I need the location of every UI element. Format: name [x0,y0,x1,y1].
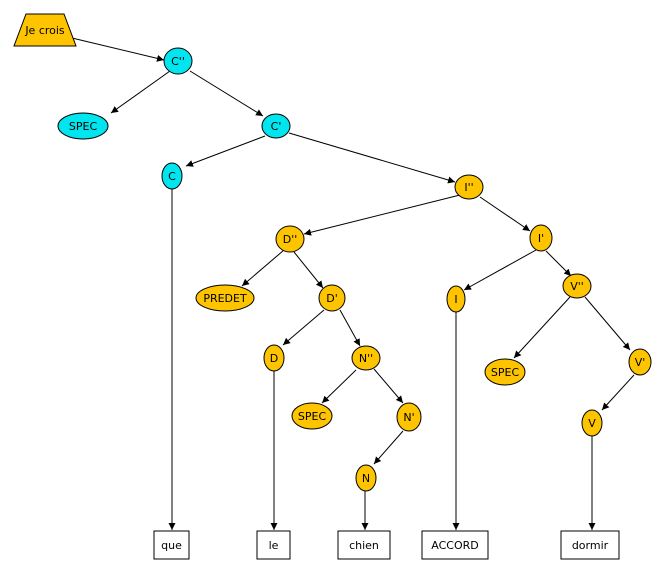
node-n-double-bar-label: N'' [359,352,373,365]
edge-d2-predet [241,249,285,287]
leaf-dormir-label: dormir [572,539,609,552]
node-n-bar[interactable]: N' [396,402,422,432]
nodes: Je crois C'' SPEC C' C I'' D'' I [13,13,652,560]
edge-i2-i1 [479,196,531,232]
node-je-crois-label: Je crois [24,24,65,37]
node-i-label: I [454,293,457,306]
node-v-double-bar-label: V'' [570,280,584,293]
node-v-bar[interactable]: V' [628,348,652,376]
node-n[interactable]: N [355,464,377,492]
node-i[interactable]: I [446,285,466,313]
node-predet[interactable]: PREDET [195,284,255,312]
leaf-accord[interactable]: ACCORD [421,530,489,560]
node-c-bar[interactable]: C' [261,113,291,139]
node-i-bar-label: I' [538,232,544,245]
node-spec-c-label: SPEC [69,120,98,133]
node-d-bar-label: D' [326,292,338,305]
node-spec-n[interactable]: SPEC [291,402,333,430]
edge-jecrois-c2 [71,37,165,62]
leaf-que-label: que [161,539,182,552]
node-n-label: N [362,472,370,485]
node-n-bar-label: N' [403,411,414,424]
edge-n1-n0 [373,430,404,465]
node-v[interactable]: V [581,409,603,437]
leaf-le-label: le [269,539,279,552]
edge-i1-i0 [463,249,537,291]
node-c-double-bar[interactable]: C'' [163,47,193,75]
node-d-bar[interactable]: D' [318,284,346,312]
edge-i1-v2 [545,250,572,277]
edge-d1-d0 [282,309,325,346]
leaf-chien[interactable]: chien [337,530,391,560]
node-spec-v-label: SPEC [491,366,520,379]
node-spec-v[interactable]: SPEC [484,358,526,386]
edge-d1-n2 [339,309,361,347]
edge-c1-c0 [185,135,266,167]
edge-c2-c1 [189,70,264,117]
leaf-dormir[interactable]: dormir [560,530,620,560]
node-v-label: V [588,417,596,430]
edges [71,37,635,530]
node-v-bar-label: V' [635,356,646,369]
node-c-label: C [168,170,176,183]
edge-v1-v0 [601,374,635,411]
node-i-bar[interactable]: I' [529,224,553,252]
edge-v2-spec-v [513,296,571,359]
node-d-label: D [270,352,278,365]
leaf-chien-label: chien [349,539,379,552]
node-spec-n-label: SPEC [298,410,327,423]
node-i-double-bar[interactable]: I'' [454,174,484,200]
node-d-double-bar-label: D'' [283,233,298,246]
node-i-double-bar-label: I'' [464,181,473,194]
node-d-double-bar[interactable]: D'' [275,225,305,253]
node-c[interactable]: C [161,162,183,190]
node-spec-c[interactable]: SPEC [57,112,109,140]
edge-n2-spec-n [321,369,357,404]
edge-c1-i2 [288,132,456,184]
node-d[interactable]: D [263,344,285,372]
leaf-accord-label: ACCORD [431,539,478,552]
node-je-crois[interactable]: Je crois [13,13,77,47]
node-predet-label: PREDET [203,292,247,305]
node-n-double-bar[interactable]: N'' [351,345,381,371]
edge-n2-n1 [373,368,404,404]
edge-i2-d2 [303,194,461,236]
node-c-double-bar-label: C'' [171,55,185,68]
leaf-le[interactable]: le [256,530,291,560]
edge-d2-d1 [293,251,324,289]
edge-v2-v1 [584,296,631,351]
leaf-que[interactable]: que [153,530,190,560]
node-c-bar-label: C' [271,120,282,133]
edge-c2-spec-c [110,70,171,114]
node-v-double-bar[interactable]: V'' [562,273,592,299]
